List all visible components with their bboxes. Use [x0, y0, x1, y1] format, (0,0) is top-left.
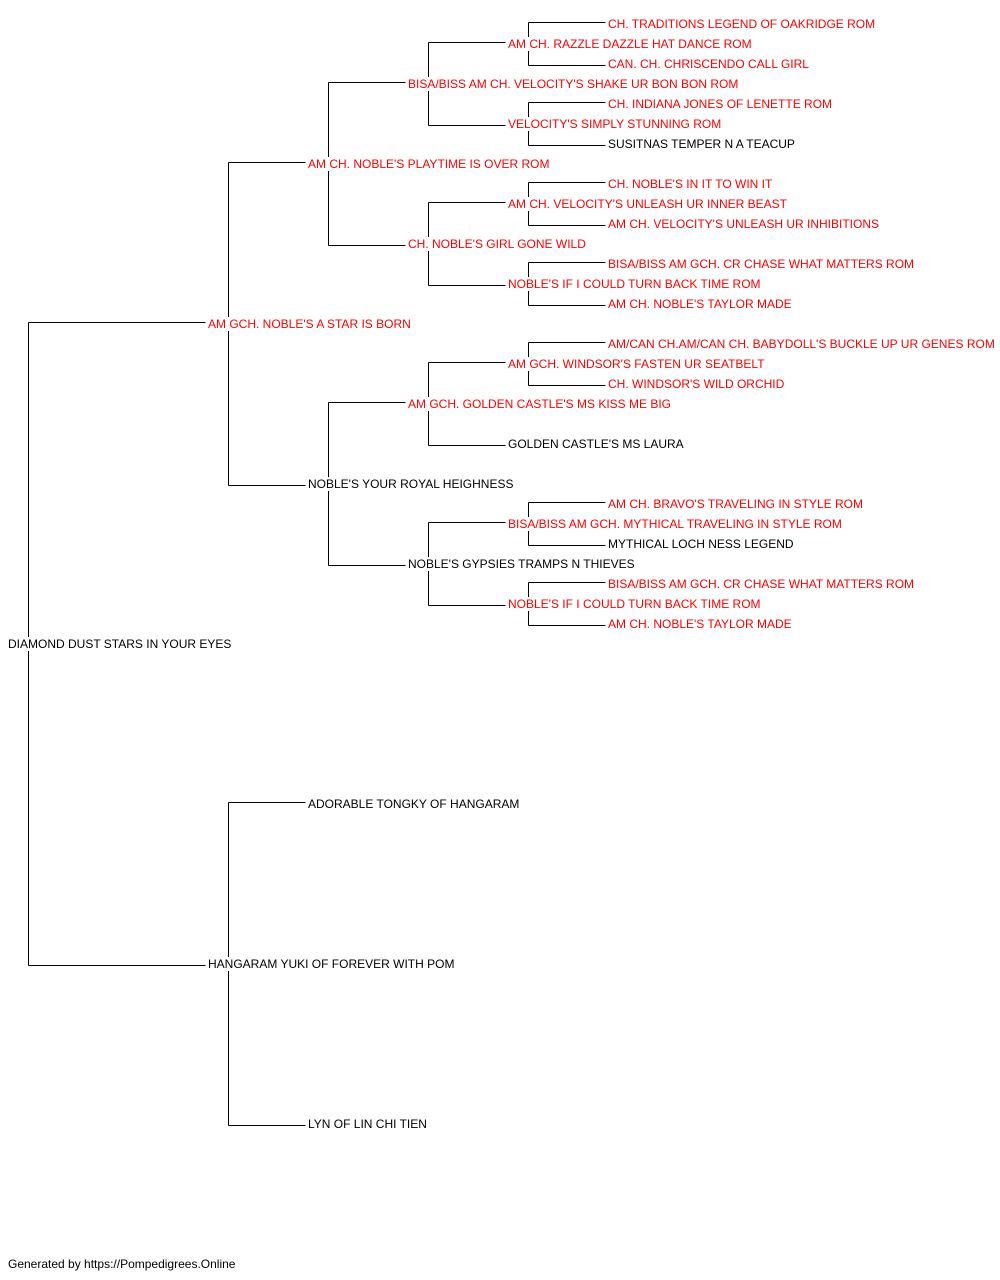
- sds-sire-name: AM GCH. WINDSOR'S FASTEN UR SEATBELT: [506, 357, 767, 371]
- gen5-ancestor-15: BISA/BISS AM GCH. CR CHASE WHAT MATTERS …: [606, 577, 917, 591]
- sds-dam-name: GOLDEN CASTLE'S MS LAURA: [506, 437, 686, 451]
- dam-name: HANGARAM YUKI OF FOREVER WITH POM: [206, 957, 457, 971]
- sire-sire-name: AM CH. NOBLE'S PLAYTIME IS OVER ROM: [306, 157, 552, 171]
- ssd-sire-name: AM CH. VELOCITY'S UNLEASH UR INNER BEAST: [506, 197, 790, 211]
- gen5-ancestor-13: AM CH. BRAVO'S TRAVELING IN STYLE ROM: [606, 497, 866, 511]
- dam-dam-name: LYN OF LIN CHI TIEN: [306, 1117, 429, 1131]
- gen5-ancestor-14: MYTHICAL LOCH NESS LEGEND: [606, 537, 796, 551]
- sdd-dam-name: NOBLE'S IF I COULD TURN BACK TIME ROM: [506, 597, 763, 611]
- sss-dam-name: VELOCITY'S SIMPLY STUNNING ROM: [506, 117, 724, 131]
- gen5-ancestor-2: CAN. CH. CHRISCENDO CALL GIRL: [606, 57, 811, 71]
- gen5-ancestor-1: CH. TRADITIONS LEGEND OF OAKRIDGE ROM: [606, 17, 878, 31]
- subject-name: DIAMOND DUST STARS IN YOUR EYES: [6, 637, 234, 651]
- gen5-ancestor-4: SUSITNAS TEMPER N A TEACUP: [606, 137, 797, 151]
- gen5-ancestor-10: CH. WINDSOR'S WILD ORCHID: [606, 377, 787, 391]
- gen5-ancestor-8: AM CH. NOBLE'S TAYLOR MADE: [606, 297, 794, 311]
- ss-dam-name: CH. NOBLE'S GIRL GONE WILD: [406, 237, 588, 251]
- dam-sire-name: ADORABLE TONGKY OF HANGARAM: [306, 797, 522, 811]
- sd-sire-name: AM GCH. GOLDEN CASTLE'S MS KISS ME BIG: [406, 397, 674, 411]
- gen5-ancestor-3: CH. INDIANA JONES OF LENETTE ROM: [606, 97, 835, 111]
- ssd-dam-name: NOBLE'S IF I COULD TURN BACK TIME ROM: [506, 277, 763, 291]
- sd-dam-name: NOBLE'S GYPSIES TRAMPS N THIEVES: [406, 557, 637, 571]
- sire-dam-name: NOBLE'S YOUR ROYAL HEIGHNESS: [306, 477, 516, 491]
- gen5-ancestor-16: AM CH. NOBLE'S TAYLOR MADE: [606, 617, 794, 631]
- gen5-ancestor-6: AM CH. VELOCITY'S UNLEASH UR INHIBITIONS: [606, 217, 882, 231]
- generated-by-footer: Generated by https://Pompedigrees.Online: [8, 1257, 236, 1271]
- sss-sire-name: AM CH. RAZZLE DAZZLE HAT DANCE ROM: [506, 37, 754, 51]
- gen5-ancestor-5: CH. NOBLE'S IN IT TO WIN IT: [606, 177, 775, 191]
- gen5-ancestor-9: AM/CAN CH.AM/CAN CH. BABYDOLL'S BUCKLE U…: [606, 337, 997, 351]
- ss-sire-name: BISA/BISS AM CH. VELOCITY'S SHAKE UR BON…: [406, 77, 741, 91]
- sire-name: AM GCH. NOBLE'S A STAR IS BORN: [206, 317, 413, 331]
- sdd-sire-name: BISA/BISS AM GCH. MYTHICAL TRAVELING IN …: [506, 517, 844, 531]
- gen5-ancestor-7: BISA/BISS AM GCH. CR CHASE WHAT MATTERS …: [606, 257, 917, 271]
